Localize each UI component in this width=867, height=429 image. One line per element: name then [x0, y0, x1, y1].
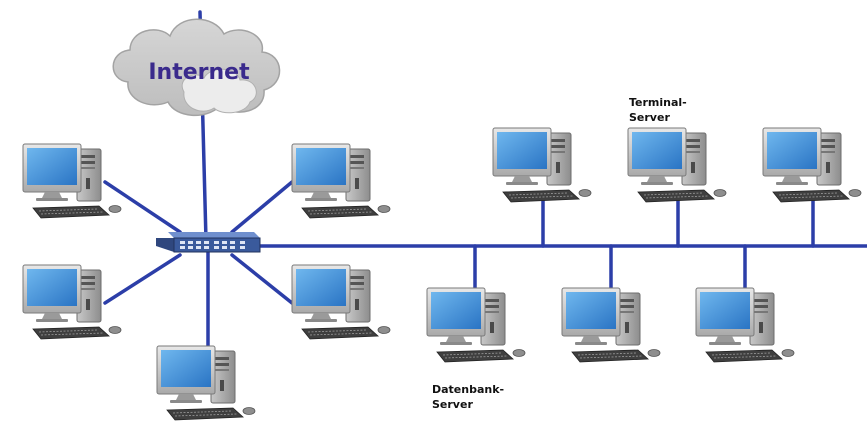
terminal-server-label: Terminal- Server: [629, 96, 687, 124]
computer-terminal-server: [627, 127, 727, 203]
cloud-icon: Internet: [112, 18, 281, 117]
cable-pc-top-right: [230, 180, 294, 234]
computer-bus-top-3: [762, 127, 862, 203]
computer-bus-top-1: [492, 127, 592, 203]
database-server-label: Datenbank- Server: [432, 383, 505, 411]
cable-pc-mid-right: [230, 253, 294, 305]
cable-pc-top-left: [103, 180, 182, 234]
computer-star-mid-right: [291, 264, 391, 340]
computer-bus-bottom-3: [695, 287, 795, 363]
computer-bus-bottom-2: [561, 287, 661, 363]
computer-star-bottom: [156, 345, 256, 421]
cloud-label: Internet: [148, 60, 250, 85]
cable-pc-mid-left: [103, 253, 182, 305]
network-switch-icon: [156, 232, 261, 253]
computer-database-server: [426, 287, 526, 363]
computer-star-top-right: [291, 143, 391, 219]
network-cables: [103, 10, 867, 348]
